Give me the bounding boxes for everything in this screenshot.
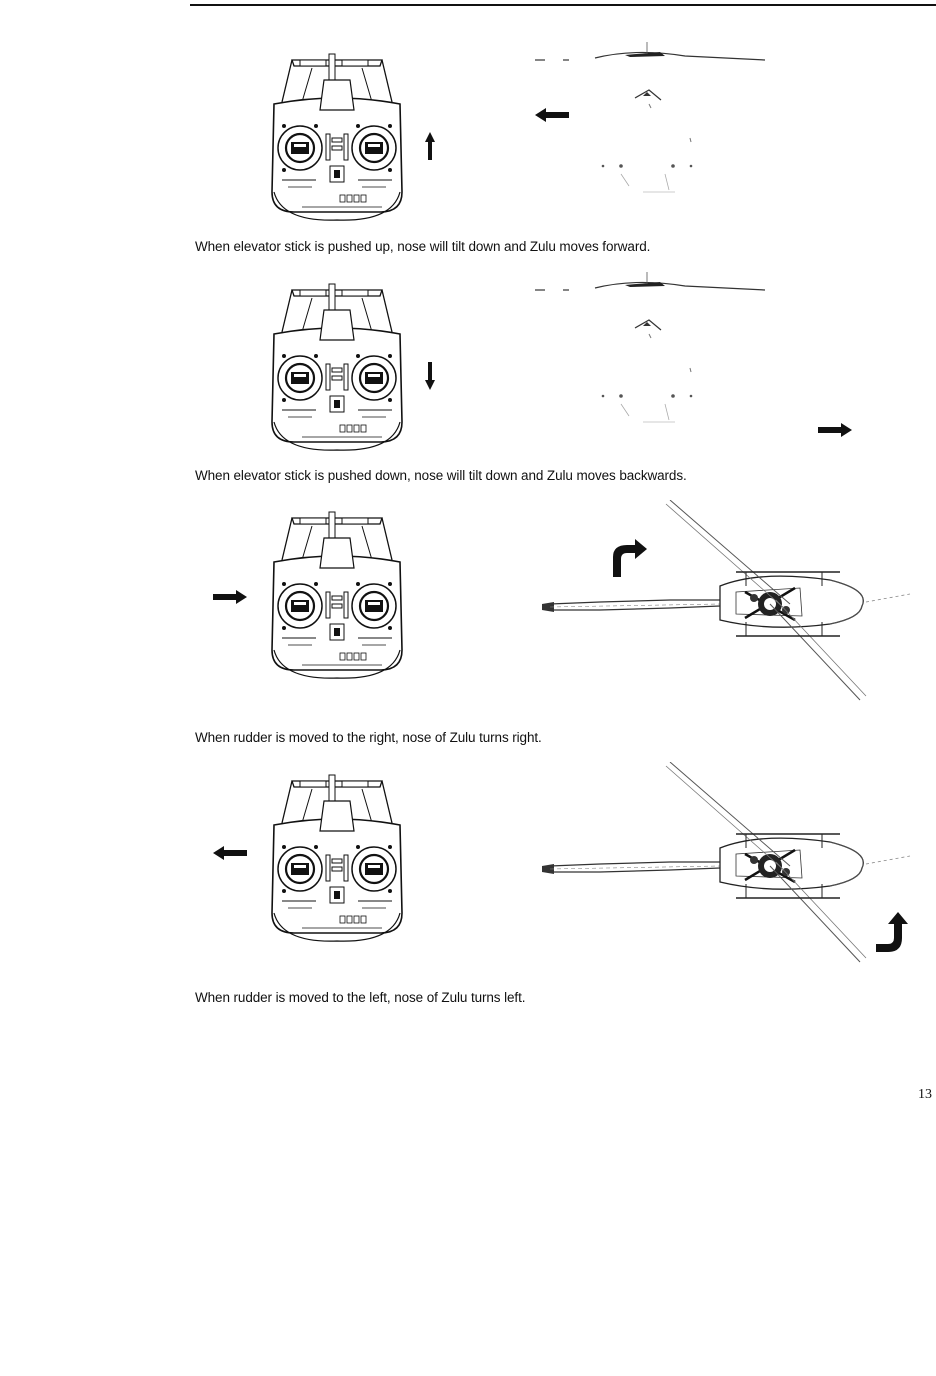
transmitter-illustration xyxy=(270,52,404,222)
caption-forward: When elevator stick is pushed up, nose w… xyxy=(195,239,651,254)
helicopter-top-view xyxy=(540,762,912,964)
page-number: 13 xyxy=(918,1087,932,1102)
top-rule xyxy=(190,4,936,6)
caption-rudder-right: When rudder is moved to the right, nose … xyxy=(195,730,542,745)
arrow-left-icon xyxy=(213,846,247,860)
arrow-down-icon xyxy=(425,362,435,390)
helicopter-top-view xyxy=(540,500,912,702)
transmitter-illustration xyxy=(270,282,404,452)
caption-backward: When elevator stick is pushed down, nose… xyxy=(195,468,687,483)
caption-rudder-left: When rudder is moved to the left, nose o… xyxy=(195,990,526,1005)
transmitter-illustration xyxy=(270,510,404,680)
turn-right-arrow-icon xyxy=(613,539,647,577)
transmitter-illustration xyxy=(270,773,404,943)
helicopter-side-view xyxy=(534,42,766,193)
arrow-right-icon xyxy=(213,590,247,604)
arrow-up-icon xyxy=(425,132,435,160)
arrow-right-icon xyxy=(818,423,852,437)
turn-left-arrow-icon xyxy=(876,912,908,952)
helicopter-side-view xyxy=(534,272,766,423)
